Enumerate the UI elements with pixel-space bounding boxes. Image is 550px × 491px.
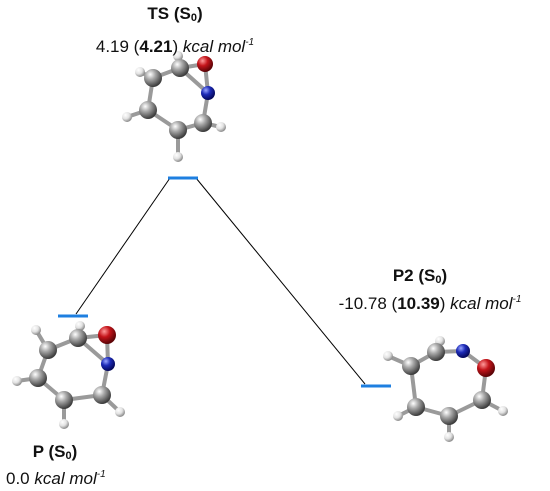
p-energy: 0.0 kcal mol-1 (0, 465, 146, 489)
p2-energy-prefix: -10.78 ( (338, 294, 398, 313)
p2-energy-unit: kcal mol-1 (450, 294, 522, 313)
p2-unit-exp: -1 (512, 294, 522, 305)
p2-label: P2 (S0) (392, 266, 448, 286)
ts-energy-unit: kcal mol-1 (182, 37, 255, 56)
molecule-ts (122, 51, 226, 162)
p-energy-unit: kcal mol-1 (34, 469, 106, 488)
p-state-sub: 0 (65, 450, 72, 462)
ts-energy-prefix: 4.19 ( (95, 37, 140, 56)
molecule-p2 (383, 336, 508, 442)
ts-unit-exp: -1 (245, 37, 255, 48)
p-label: P (S0) (32, 442, 78, 462)
ts-energy-suffix: ) (172, 37, 179, 56)
ts-energy-value: 4.21 (139, 37, 173, 56)
p2-energy-value: 10.39 (397, 294, 440, 313)
p-energy-value: 0.0 (6, 469, 30, 488)
p2-state-sub: 0 (435, 274, 442, 286)
p2-name: P2 (392, 266, 414, 285)
p2-state: S (424, 266, 436, 285)
ts-state: S (179, 4, 191, 23)
ts-name: TS (147, 4, 170, 23)
p2-energy: -10.78 (10.39) kcal mol-1 (310, 290, 550, 314)
connector-p-ts (75, 177, 171, 315)
ts-state-sub: 0 (190, 12, 197, 24)
p-unit-exp: -1 (96, 469, 106, 480)
p-state: S (54, 442, 66, 461)
ts-label: TS (S0) (147, 4, 203, 24)
molecule-p (12, 321, 125, 429)
connector-ts-p2 (195, 177, 366, 385)
p2-energy-suffix: ) (439, 294, 446, 313)
ts-energy: 4.19 (4.21) kcal mol-1 (60, 33, 290, 57)
p-name: P (32, 442, 44, 461)
